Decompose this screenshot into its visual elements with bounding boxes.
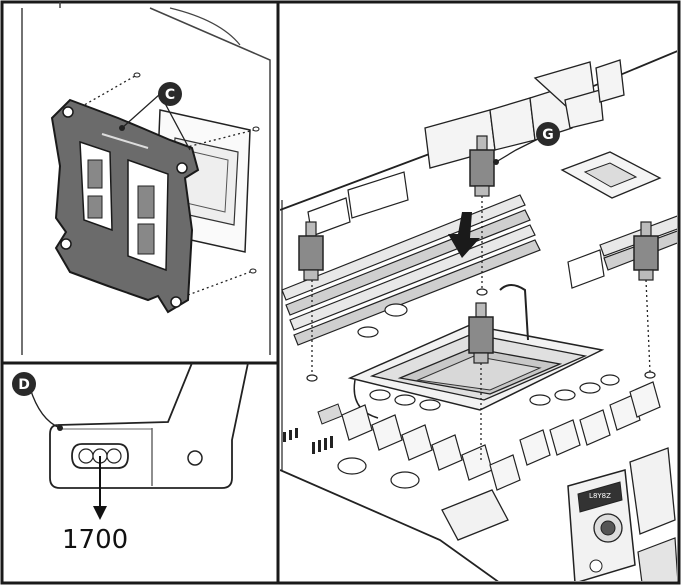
callout-d-label: D <box>18 377 30 393</box>
board-curve <box>169 7 241 46</box>
insert-arrow <box>448 212 480 258</box>
panel-c: C <box>21 2 271 355</box>
rear-io-bottom: L8Y8Z <box>567 447 677 581</box>
header-block-1 <box>347 171 409 219</box>
bracket-pad-4 <box>137 223 155 255</box>
slot-position-3 <box>106 448 122 464</box>
bottom-chip <box>441 489 509 541</box>
standoff-left <box>298 221 324 281</box>
bracket-arm-outline <box>49 362 249 489</box>
backplate-bracket <box>50 98 200 314</box>
bracket-pad-3 <box>137 185 155 219</box>
callout-d-badge <box>12 372 36 396</box>
callout-c-label: C <box>165 87 175 103</box>
panel-d: 1700 D <box>12 362 249 555</box>
bracket-engraving <box>101 133 149 149</box>
capacitors <box>337 303 620 489</box>
standoff-center-top <box>469 135 495 197</box>
alignment-dots <box>71 75 255 296</box>
callout-g-leader <box>495 137 541 163</box>
board-edge-lines <box>21 2 271 355</box>
bracket-hole-br <box>170 296 182 308</box>
callout-c-anchor <box>119 125 125 131</box>
bracket-hole-bl <box>60 238 72 250</box>
small-chip <box>317 403 343 425</box>
callout-g-anchor <box>493 159 499 165</box>
callout-g-badge <box>536 122 560 146</box>
socket-label: 1700 <box>62 525 128 555</box>
bracket-hole-tl <box>62 106 74 118</box>
socket-arrow-head <box>93 506 107 520</box>
vrm-blocks <box>341 381 661 491</box>
slot-position-1 <box>78 448 94 464</box>
cpu-socket <box>347 284 605 419</box>
bracket-pad-2 <box>87 195 103 219</box>
socket-lever <box>499 284 529 341</box>
mounting-holes <box>306 288 656 382</box>
standoff-right <box>633 221 659 281</box>
round-hole <box>187 450 203 466</box>
pin-headers <box>283 428 333 454</box>
standoff-guides <box>311 196 651 460</box>
panel-g: L8Y8Z <box>280 50 677 581</box>
callout-g-label: G <box>542 127 554 143</box>
callout-c-badge <box>158 82 182 106</box>
callout-d-anchor <box>57 425 63 431</box>
bracket-hole-tr <box>176 162 188 174</box>
bracket-pad-1 <box>87 159 103 189</box>
chipset-inner <box>583 162 638 188</box>
io-label: L8Y8Z <box>589 492 611 500</box>
